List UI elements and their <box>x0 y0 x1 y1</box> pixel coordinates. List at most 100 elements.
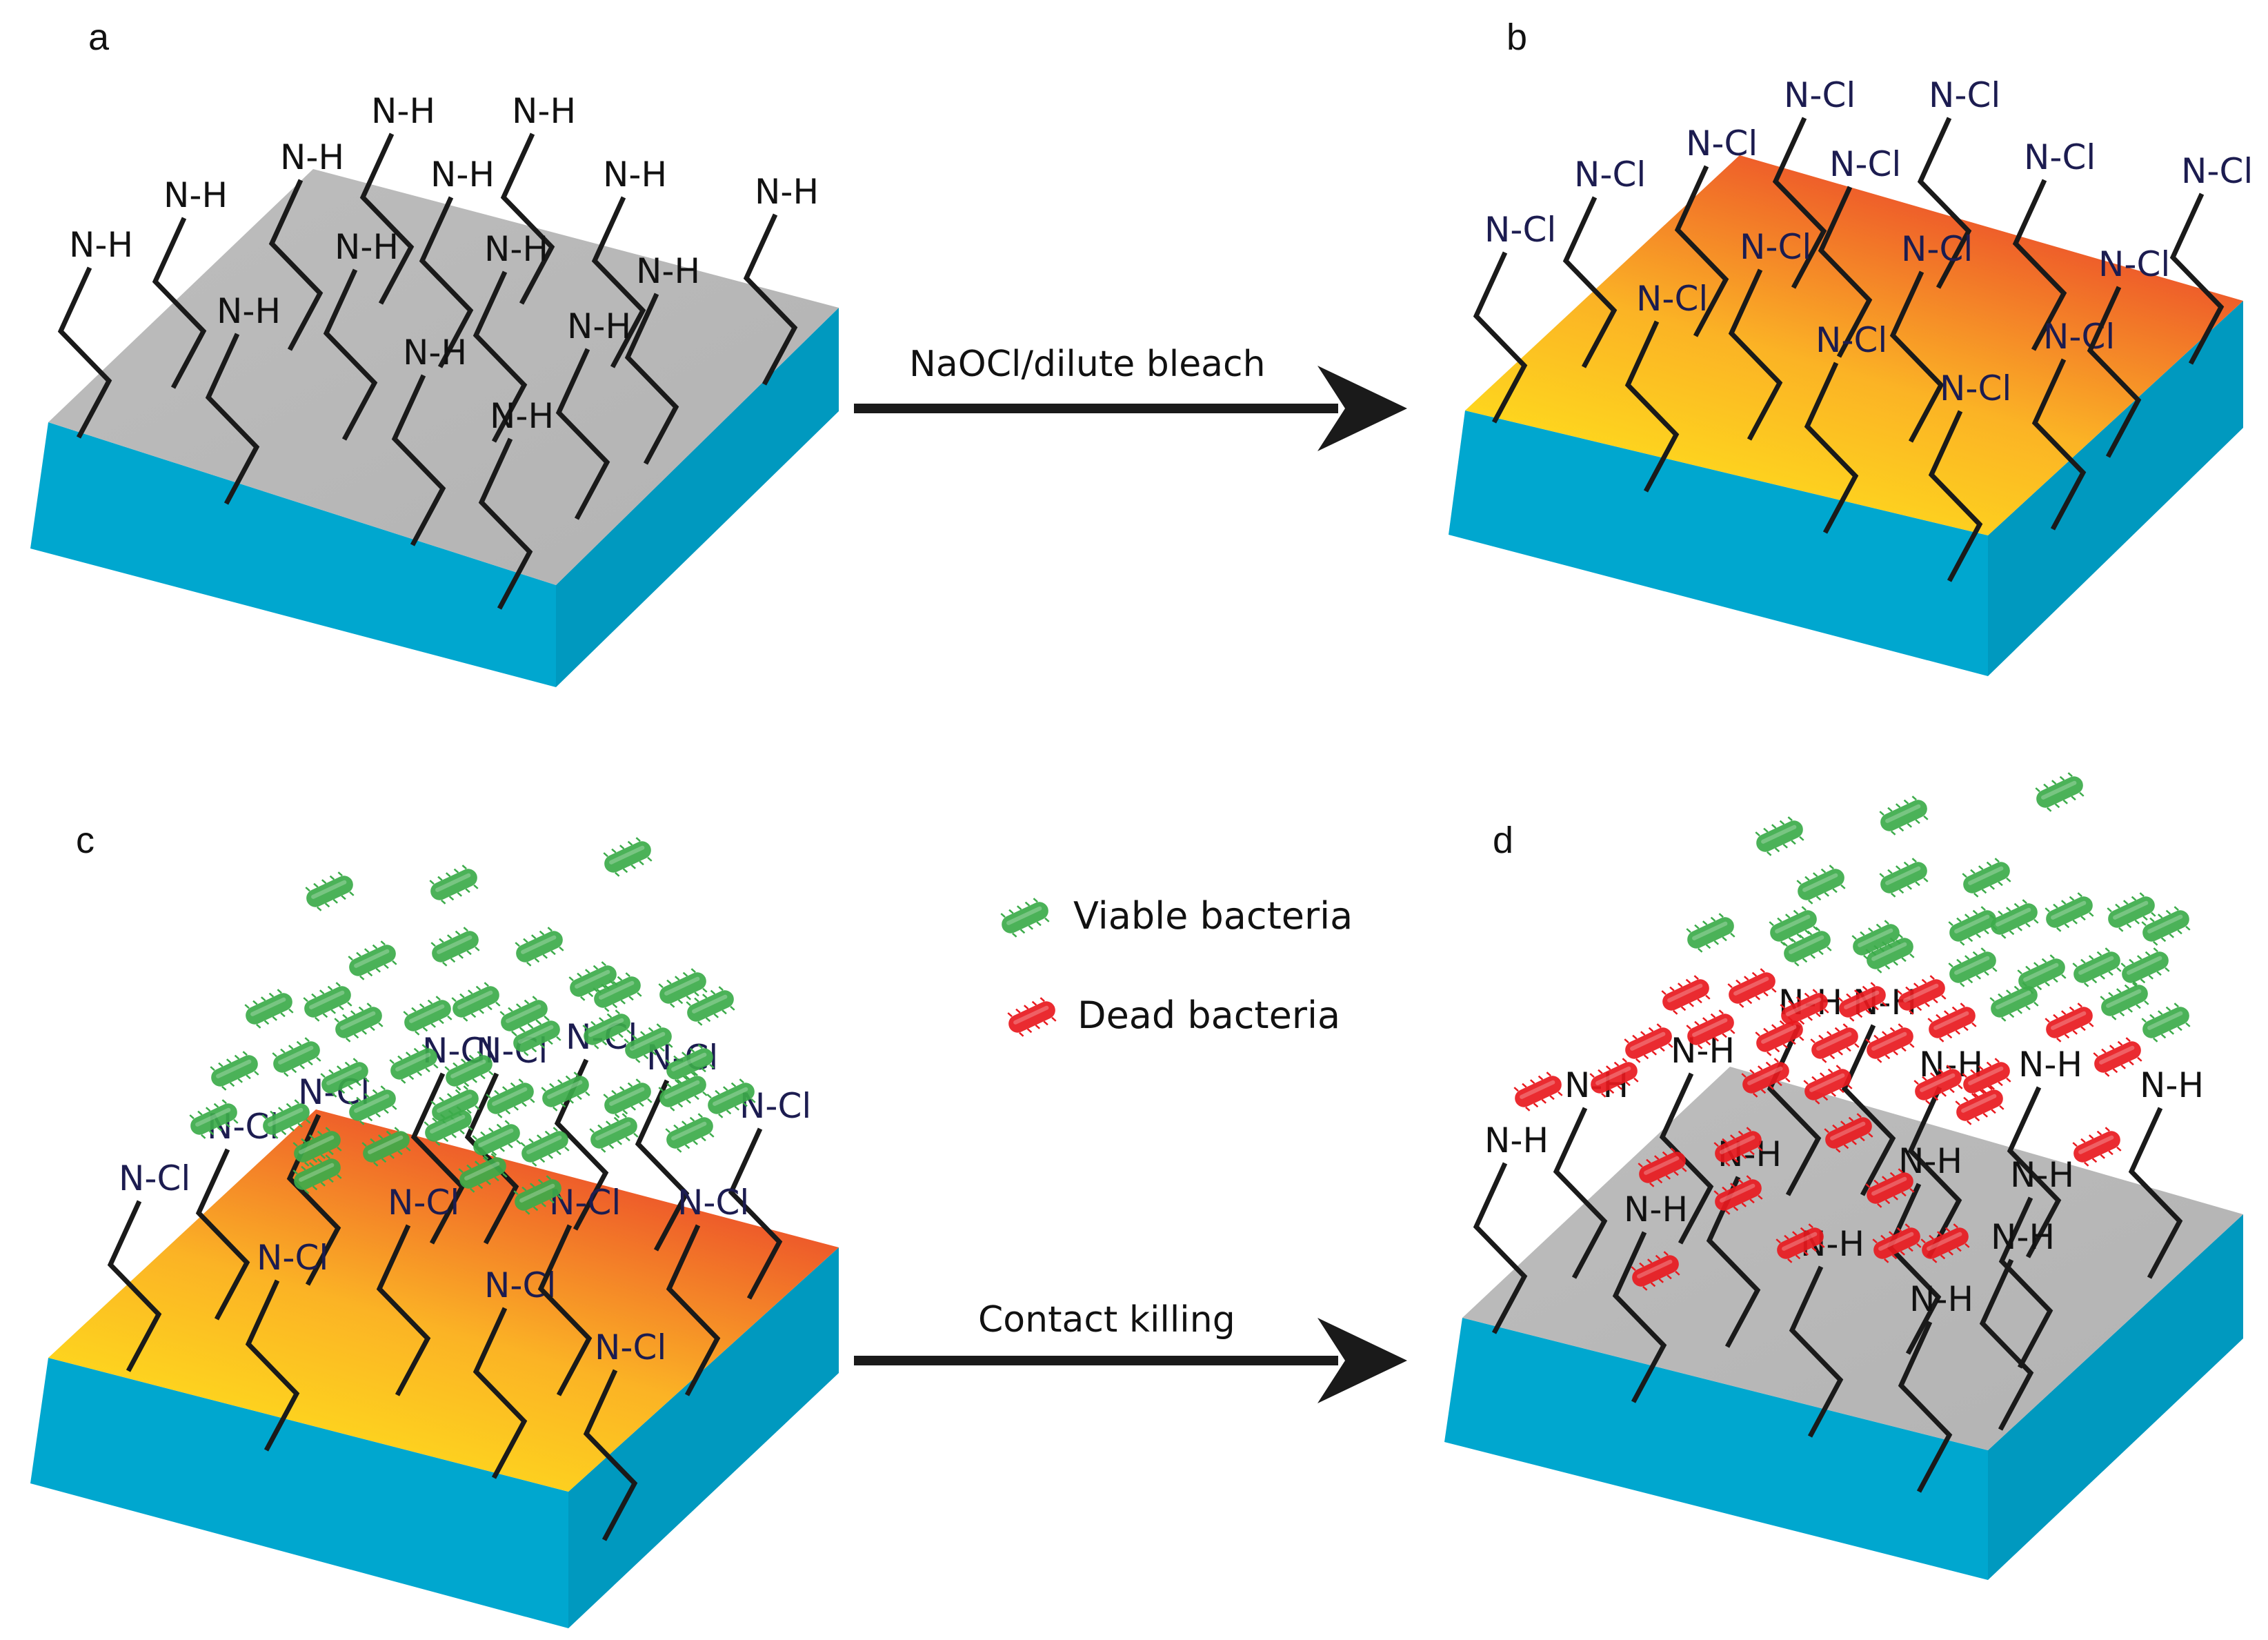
viable-bacterium <box>361 1127 411 1167</box>
panel-c-top-face <box>48 1109 839 1492</box>
chain-backbone <box>205 333 260 505</box>
chain-backbone <box>323 268 378 441</box>
chain-backbone <box>419 196 474 368</box>
chain-backbone <box>2087 286 2142 458</box>
polymer-chain: N-H <box>419 155 495 368</box>
chain-backbone <box>743 213 798 386</box>
polymer-chain: N-H <box>591 155 667 368</box>
viable-bacterium <box>1796 865 1846 905</box>
viable-bacterium <box>512 1016 561 1056</box>
functional-group-label: N-H <box>1909 1279 1973 1319</box>
panel-letter-d: d <box>1493 820 1513 861</box>
functional-group-label: N-Cl <box>2181 151 2253 191</box>
polymer-chain: N-H <box>152 175 228 389</box>
dead-bacterium <box>1741 1058 1791 1098</box>
functional-group-label: N-Cl <box>1929 75 2000 115</box>
functional-group-label: N-Cl <box>1784 75 1856 115</box>
legend-viable-bacterium-icon <box>1000 898 1050 938</box>
chain-backbone <box>1473 1162 1528 1334</box>
viable-bacterium <box>541 1071 590 1112</box>
chain-backbone <box>1998 1196 2053 1369</box>
chain-backbone <box>500 132 555 305</box>
polymer-chain: N-H <box>2128 1065 2204 1279</box>
viable-bacterium <box>515 927 564 967</box>
chain-backbone <box>1804 362 1859 534</box>
polymer-chain: N-H <box>500 91 576 305</box>
legend-viable-bacterium <box>1000 898 1050 938</box>
chain-backbone <box>1841 1024 1896 1196</box>
dead-bacterium <box>1803 1065 1853 1105</box>
chain-backbone <box>591 196 646 368</box>
functional-group-label: N-Cl <box>1574 155 1646 195</box>
legend-dead-label: Dead bacteria <box>1077 994 1340 1037</box>
functional-group-label: N-H <box>371 91 435 131</box>
viable-bacterium <box>348 940 397 980</box>
chain-backbone <box>666 1224 721 1396</box>
arrow-top-label: NaOCl/dilute bleach <box>909 344 1266 385</box>
functional-group-label: N-Cl <box>677 1183 749 1223</box>
chain-backbone <box>376 1224 431 1396</box>
viable-bacterium <box>189 1099 239 1139</box>
chain-backbone <box>1917 117 1972 289</box>
polymer-chain: N-H <box>478 396 554 610</box>
polymer-chain: N-Cl <box>1889 229 1973 443</box>
dead-bacterium <box>1513 1071 1563 1112</box>
chain-backbone <box>195 1148 250 1321</box>
viable-bacterium <box>320 1058 370 1098</box>
chain-backbone <box>1907 1086 1962 1258</box>
polymer-chain: N-Cl <box>666 1183 749 1396</box>
dead-bacterium <box>1824 1113 1873 1153</box>
polymer-chain: N-Cl <box>107 1158 190 1372</box>
polymer-chain: N-H <box>2007 1045 2082 1258</box>
polymer-chain: N-Cl <box>1674 124 1758 337</box>
polymer-chain: N-Cl <box>1624 279 1708 493</box>
dead-bacterium <box>1920 1223 1970 1263</box>
viable-bacterium <box>429 865 479 905</box>
polymer-chain: N-H <box>1659 1031 1735 1245</box>
viable-bacterium <box>624 1023 673 1063</box>
chain-backbone <box>2031 358 2087 531</box>
dead-bacterium <box>1775 1223 1825 1263</box>
chain-backbone <box>391 374 446 546</box>
functional-group-label: N-H <box>1484 1120 1549 1160</box>
functional-group-label: N-Cl <box>1816 320 1887 360</box>
viable-bacterium <box>1686 913 1735 953</box>
chain-backbone <box>1562 196 1618 368</box>
dead-bacterium <box>1962 1058 2011 1098</box>
viable-bacterium <box>665 1113 715 1153</box>
functional-group-label: N-H <box>163 175 228 215</box>
functional-group-label: N-H <box>217 291 281 331</box>
functional-group-label: N-Cl <box>119 1158 190 1198</box>
chain-backbone <box>1818 186 1873 358</box>
chain-backbone <box>1767 1024 1822 1196</box>
viable-bacterium <box>458 1153 508 1193</box>
chain-backbone <box>635 1079 690 1252</box>
chain-backbone <box>1889 270 1944 443</box>
panel-d-right-face <box>1988 1214 2243 1580</box>
dead-bacterium <box>1865 1023 1915 1063</box>
viable-bacterium <box>472 1120 521 1160</box>
viable-bacterium <box>272 1037 321 1077</box>
viable-bacterium <box>589 1113 639 1153</box>
polymer-chain: N-H <box>1998 1155 2074 1369</box>
viable-bacterium <box>1782 927 1832 967</box>
panel-b-front-face <box>1449 411 1988 676</box>
polymer-chain: N-H <box>57 225 133 439</box>
panel-d-front-face <box>1444 1318 1988 1580</box>
panel-a-front-face <box>30 422 556 687</box>
viable-bacterium <box>210 1051 259 1091</box>
viable-bacterium <box>244 989 294 1029</box>
functional-group-label: N-H <box>484 229 548 269</box>
viable-bacterium <box>403 996 452 1036</box>
viable-bacterium <box>451 982 501 1022</box>
functional-group-label: N-Cl <box>257 1238 328 1278</box>
dead-bacterium <box>2072 1127 2122 1167</box>
viable-bacterium <box>2045 892 2094 932</box>
dead-bacterium <box>1865 1168 1915 1208</box>
functional-group-label: N-H <box>335 227 399 267</box>
chain-backbone <box>472 270 528 443</box>
dead-bacterium <box>1913 1065 1963 1105</box>
viable-bacterium <box>2107 892 2156 932</box>
dead-bacterium <box>1810 1023 1860 1063</box>
dead-bacterium <box>1727 968 1777 1008</box>
